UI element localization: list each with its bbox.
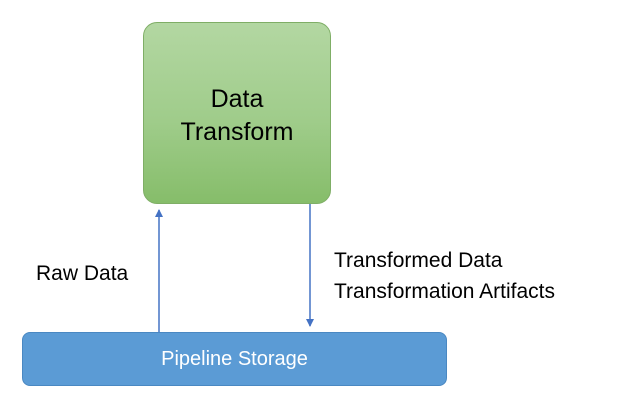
data-transform-title-line2: Transform [180, 118, 294, 146]
data-transform-title: Data Transform [181, 83, 294, 149]
transformed-output-label: Transformed Data Transformation Artifact… [334, 245, 555, 307]
transformed-data-label: Transformed Data [334, 249, 503, 272]
data-transform-title-line1: Data [210, 85, 264, 113]
data-transform-node: Data Transform [143, 22, 331, 204]
transformation-artifacts-label: Transformation Artifacts [334, 280, 555, 303]
pipeline-storage-node: Pipeline Storage [22, 332, 447, 386]
pipeline-storage-label: Pipeline Storage [161, 347, 308, 370]
raw-data-label: Raw Data [36, 262, 129, 285]
